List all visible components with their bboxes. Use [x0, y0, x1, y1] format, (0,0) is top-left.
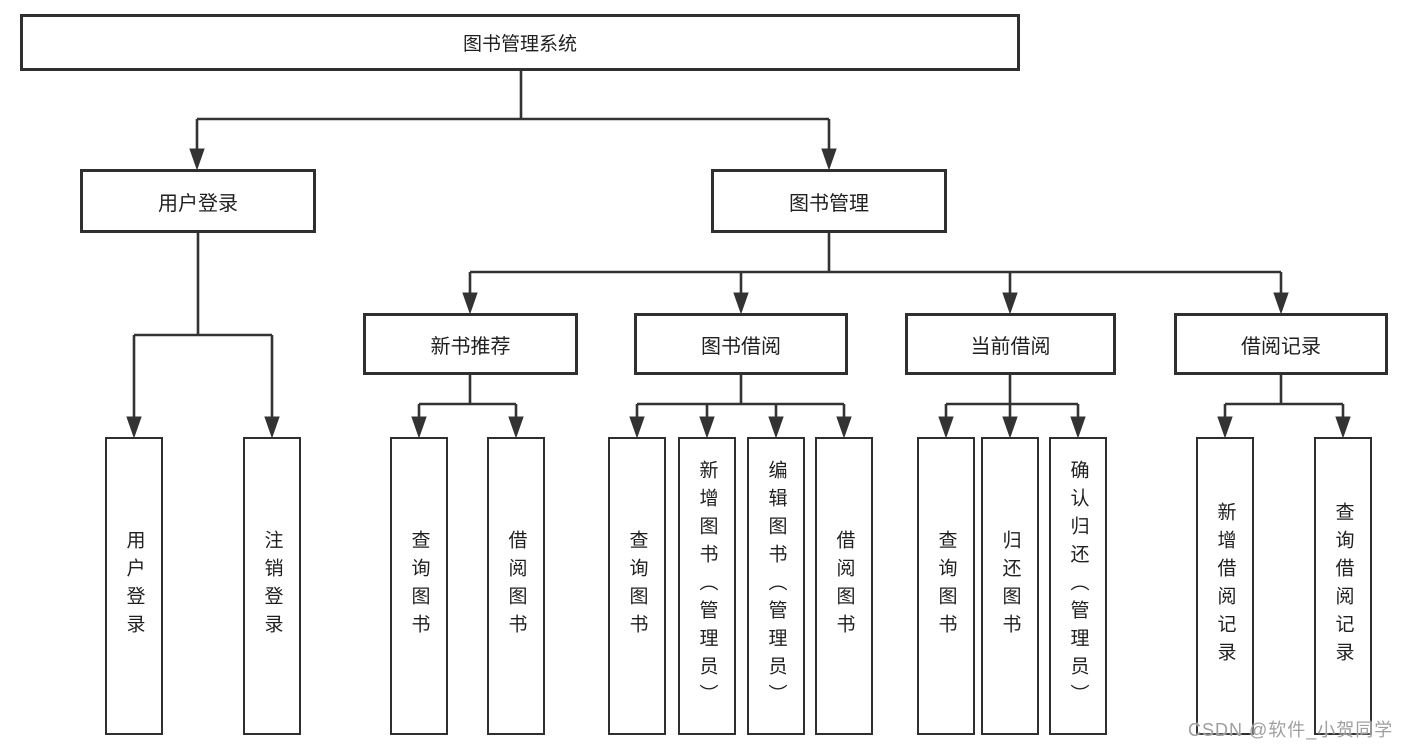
leaf-borrow-books: 借阅图书	[815, 437, 873, 735]
node-label: 新书推荐	[430, 335, 511, 358]
node-root-label: 图书管理系统	[462, 34, 577, 55]
node-new-book-recommend: 新书推荐	[363, 313, 578, 375]
node-label: 当前借阅	[970, 335, 1051, 358]
leaf-query-books-borrow: 查询图书	[608, 437, 666, 735]
leaf-borrow-books-recommend: 借阅图书	[487, 437, 545, 735]
leaf-label: 编辑图书（管理员）	[765, 460, 787, 712]
leaf-user-login: 用户登录	[105, 437, 163, 735]
leaf-edit-books-admin: 编辑图书（管理员）	[747, 437, 805, 735]
leaf-query-books-current: 查询图书	[917, 437, 975, 735]
leaf-label: 借阅图书	[833, 530, 855, 642]
node-current-borrow: 当前借阅	[905, 313, 1116, 375]
leaf-query-borrow-record: 查询借阅记录	[1314, 437, 1372, 735]
leaf-add-borrow-record: 新增借阅记录	[1196, 437, 1254, 735]
leaf-label: 查询图书	[626, 530, 648, 642]
node-label: 图书管理	[789, 192, 869, 215]
leaf-logout: 注销登录	[243, 437, 301, 735]
leaf-return-books: 归还图书	[981, 437, 1039, 735]
leaf-label: 确认归还（管理员）	[1067, 460, 1089, 712]
node-user-login: 用户登录	[80, 169, 316, 233]
leaf-label: 归还图书	[999, 530, 1021, 642]
node-label: 用户登录	[158, 192, 238, 215]
leaf-label: 借阅图书	[505, 530, 527, 642]
leaf-label: 用户登录	[123, 530, 145, 642]
node-root: 图书管理系统	[20, 14, 1020, 71]
leaf-label: 新增图书（管理员）	[696, 460, 718, 712]
leaf-label: 查询图书	[408, 530, 430, 642]
watermark: CSDN @软件_小贺同学	[1188, 720, 1394, 740]
leaf-query-books-recommend: 查询图书	[390, 437, 448, 735]
leaf-label: 注销登录	[261, 530, 283, 642]
node-book-management: 图书管理	[711, 169, 947, 233]
leaf-add-books-admin: 新增图书（管理员）	[678, 437, 736, 735]
node-label: 借阅记录	[1241, 335, 1321, 358]
leaf-label: 新增借阅记录	[1214, 502, 1236, 670]
leaf-label: 查询图书	[935, 530, 957, 642]
node-label: 图书借阅	[701, 335, 781, 358]
leaf-label: 查询借阅记录	[1332, 502, 1354, 670]
leaf-confirm-return-admin: 确认归还（管理员）	[1049, 437, 1107, 735]
node-borrow-records: 借阅记录	[1174, 313, 1388, 375]
node-book-borrow: 图书借阅	[634, 313, 848, 375]
